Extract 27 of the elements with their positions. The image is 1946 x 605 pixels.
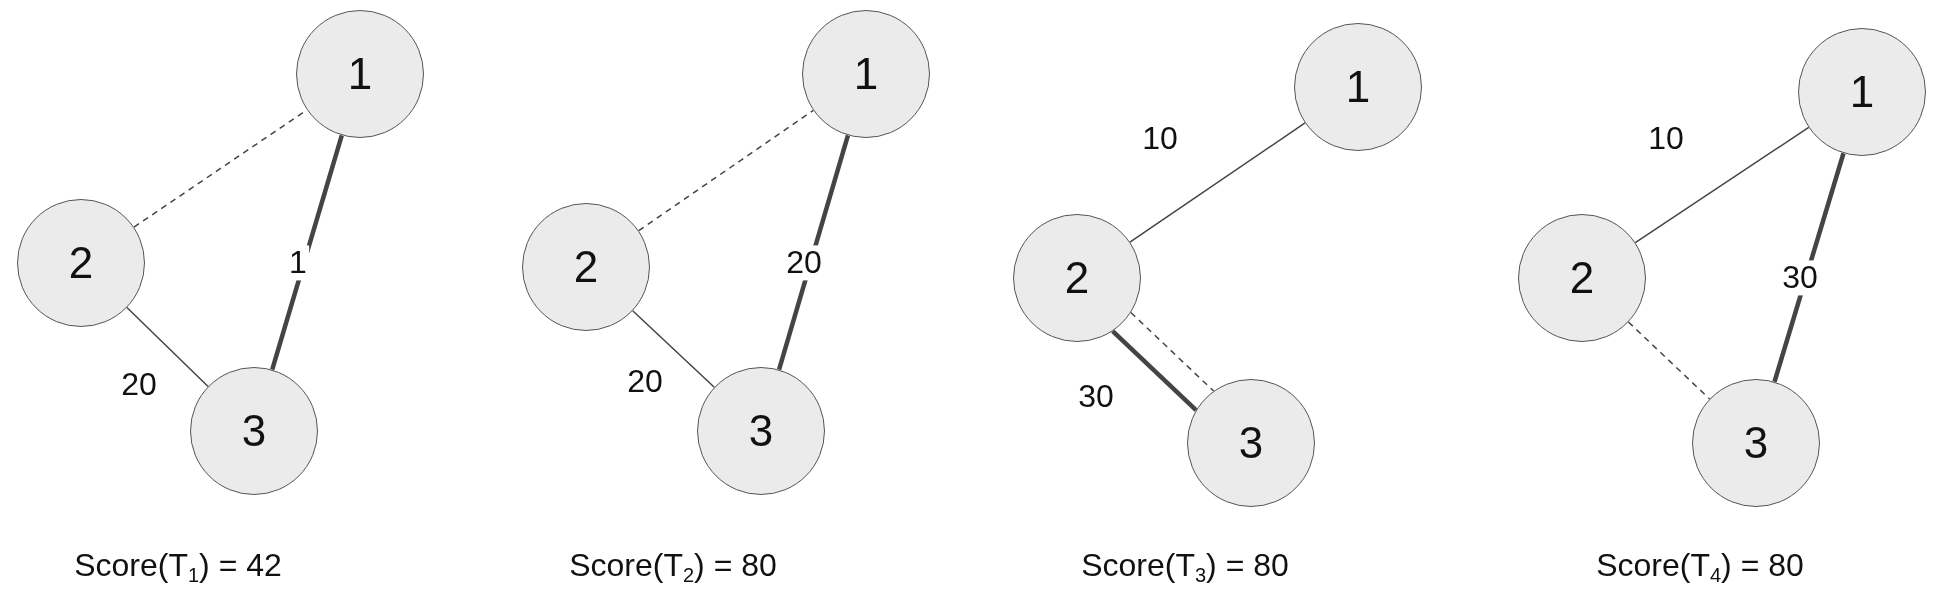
graph-node: 2 xyxy=(1518,214,1646,342)
score-text: Score(T$_{2}$) = 80 xyxy=(569,546,777,584)
graph-node: 2 xyxy=(1013,214,1141,342)
edge-line xyxy=(1634,126,1810,244)
edge-label: 30 xyxy=(1780,260,1820,296)
graph-node: 1 xyxy=(1798,28,1926,156)
edge-line xyxy=(270,134,344,371)
graph-node: 3 xyxy=(1692,379,1820,507)
edge-line xyxy=(126,306,209,388)
dashed-line xyxy=(637,109,815,232)
score-text: Score(T$_{4}$) = 80 xyxy=(1596,546,1804,584)
dashed-line xyxy=(1130,311,1215,392)
graph-node: 2 xyxy=(522,203,650,331)
graph-node: 3 xyxy=(697,367,825,495)
edge-line xyxy=(1111,329,1198,412)
edge-line xyxy=(631,310,716,388)
graph-node: 3 xyxy=(190,367,318,495)
dashed-line xyxy=(1627,321,1711,400)
score-text: Score(T$_{3}$) = 80 xyxy=(1081,546,1289,584)
edge-line xyxy=(1129,122,1306,243)
score-text: Score(T$_{1}$) = 42 xyxy=(74,546,282,584)
graph-node: 1 xyxy=(1294,23,1422,151)
edge-label: 20 xyxy=(784,245,824,281)
graph-node: 3 xyxy=(1187,379,1315,507)
graph-node: 1 xyxy=(296,10,424,138)
graph-node: 2 xyxy=(17,199,145,327)
graph-node: 1 xyxy=(802,10,930,138)
